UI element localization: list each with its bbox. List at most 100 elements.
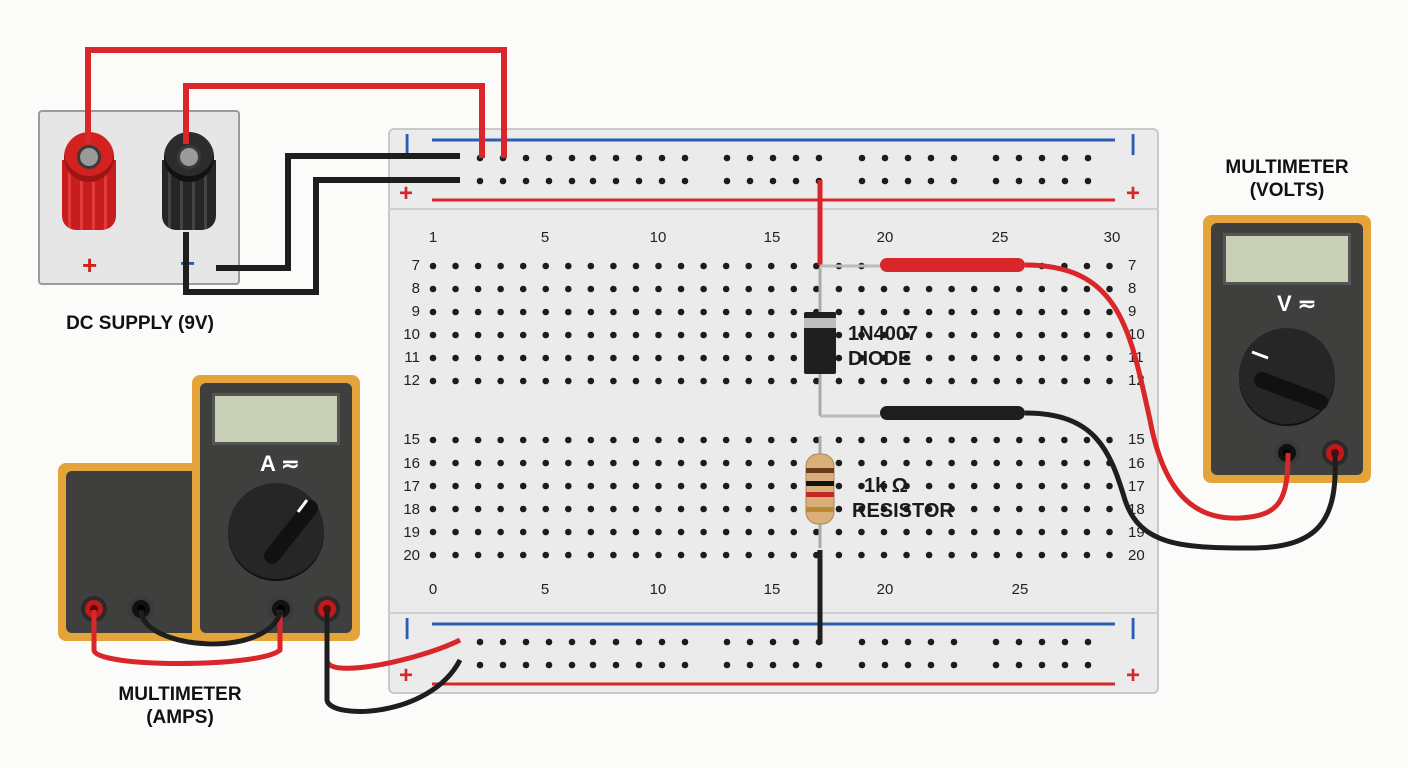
rail-hole [858,661,866,669]
supply-label: DC SUPPLY (9V) [66,313,214,334]
breadboard-hole [790,528,798,536]
breadboard-hole [587,459,595,467]
breadboard-hole [767,377,775,385]
breadboard-hole [1038,551,1046,559]
breadboard-hole [903,285,910,293]
diode-label: 1N4007 DIODE [848,323,919,370]
breadboard-hole [925,482,933,490]
breadboard-hole [925,285,933,293]
breadboard-hole [677,528,685,536]
breadboard-hole [429,354,437,362]
rail-hole [545,638,553,646]
breadboard-hole [452,459,459,467]
rail-hole [681,661,689,669]
resistor-body [805,453,835,525]
top-rail-divider [388,208,1159,210]
breadboard-hole [722,377,730,385]
breadboard-hole [903,551,910,559]
bottom-right-plus: + [1126,662,1141,689]
breadboard-hole [565,482,572,490]
rail-hole [992,661,1000,669]
breadboard-hole [610,331,617,339]
rail-hole [723,154,731,162]
breadboard-hole [429,459,437,467]
breadboard-hole [542,482,550,490]
breadboard-hole [1061,436,1068,444]
breadboard-hole [880,308,888,316]
breadboard-hole [587,551,595,559]
negative-terminal[interactable] [160,132,218,242]
breadboard-hole [1061,377,1068,385]
breadboard-hole [497,551,504,559]
breadboard-hole [970,551,978,559]
rail-hole [904,661,912,669]
breadboard-hole [587,285,595,293]
breadboard-hole [452,551,459,559]
rail-hole [499,177,507,185]
breadboard-hole [632,354,640,362]
breadboard-hole [722,285,730,293]
breadboard-hole [677,285,685,293]
breadboard-hole [948,551,955,559]
breadboard-hole [903,436,910,444]
breadboard-hole [1016,377,1023,385]
breadboard-hole [497,354,504,362]
breadboard-hole [1061,551,1068,559]
breadboard-hole [903,308,910,316]
breadboard-hole [1061,459,1068,467]
breadboard-hole [587,482,595,490]
ammeter-dial[interactable] [228,483,324,579]
rail-hole [522,154,530,162]
rail-hole [635,177,643,185]
breadboard-hole [497,505,504,513]
breadboard-hole [790,354,798,362]
breadboard-hole [700,551,707,559]
breadboard-hole [1083,505,1091,513]
breadboard-hole [970,482,978,490]
breadboard-hole [1083,331,1091,339]
breadboard-hole [790,308,798,316]
breadboard-hole [813,377,820,385]
breadboard-hole [677,308,685,316]
breadboard-hole [1106,331,1113,339]
rail-hole [568,638,576,646]
breadboard-hole [519,528,527,536]
breadboard-hole [722,331,730,339]
breadboard-hole [722,262,730,270]
breadboard-hole [565,308,572,316]
ammeter-mode-label: A ≂ [260,451,300,476]
breadboard-hole [452,285,459,293]
rail-hole [815,661,823,669]
col-label: 30 [1103,229,1121,246]
breadboard-hole [925,551,933,559]
breadboard-hole [519,285,527,293]
breadboard-hole [1106,551,1113,559]
breadboard-hole [790,551,798,559]
resistor-band-1 [806,468,834,473]
breadboard-hole [925,377,933,385]
breadboard-hole [813,285,820,293]
ammeter-jack-red-left[interactable] [81,596,107,622]
rail-hole [658,638,666,646]
breadboard-hole [1083,436,1091,444]
positive-terminal[interactable] [60,132,118,242]
breadboard-hole [745,436,752,444]
breadboard-hole [474,285,482,293]
breadboard-hole [993,308,1001,316]
breadboard-hole [1016,331,1023,339]
rail-hole [589,154,597,162]
col-label: 10 [649,229,667,246]
breadboard-hole [474,528,482,536]
breadboard-hole [970,308,978,316]
breadboard-hole [565,551,572,559]
breadboard-hole [497,436,504,444]
rail-hole [635,154,643,162]
row-label: 18 [403,501,420,518]
rail-hole [746,638,754,646]
breadboard-hole [655,436,662,444]
breadboard-hole [700,308,707,316]
breadboard-hole [767,308,775,316]
ammeter-loop-black [138,609,284,647]
breadboard-hole [790,377,798,385]
rail-hole [1015,661,1023,669]
